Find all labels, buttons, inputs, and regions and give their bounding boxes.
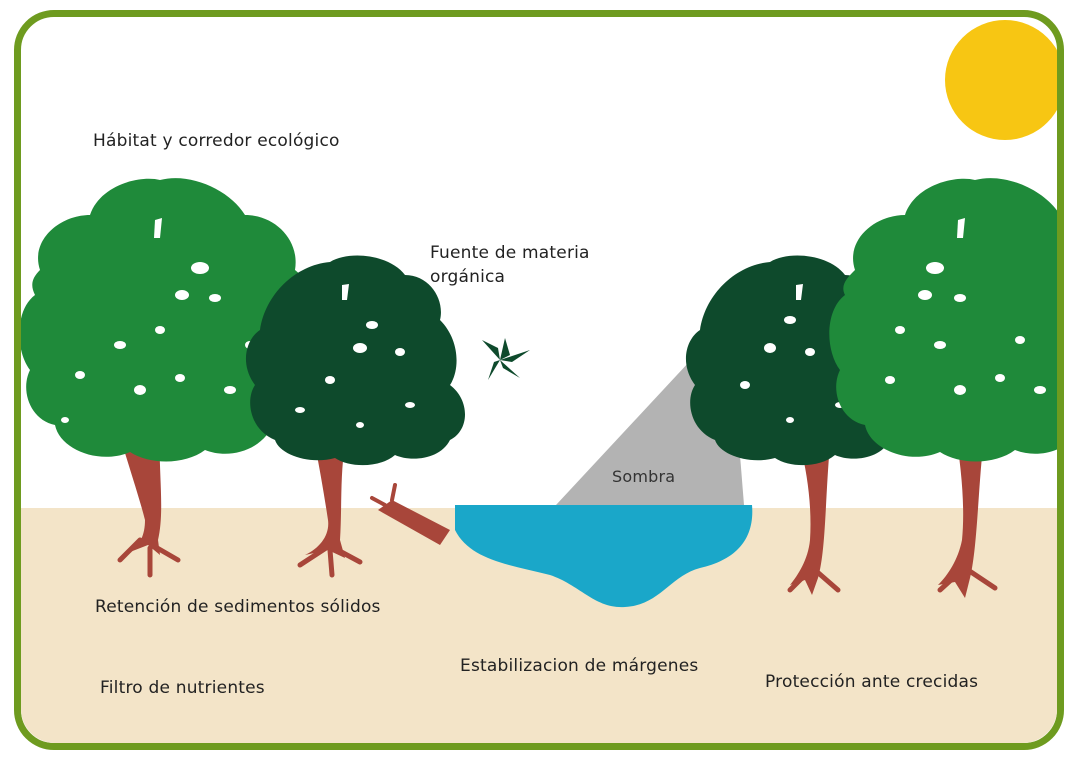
label-nutrients: Filtro de nutrientes [100, 678, 265, 698]
label-bank-stabilization: Estabilizacion de márgenes [460, 656, 699, 676]
tree-icon [829, 178, 1057, 598]
stream-icon [455, 505, 753, 608]
label-flood-protection: Protección ante crecidas [765, 672, 979, 692]
fallen-branch-icon [370, 483, 450, 545]
label-habitat: Hábitat y corredor ecológico [93, 131, 340, 151]
label-organic-matter-line2: orgánica [430, 267, 506, 287]
label-shade: Sombra [612, 467, 676, 486]
label-organic-matter-line1: Fuente de materia [430, 243, 590, 263]
tree-icon [21, 178, 315, 578]
tree-icon [245, 255, 465, 578]
sun-icon [945, 20, 1057, 140]
label-sediments: Retención de sedimentos sólidos [95, 597, 381, 617]
leaf-icon [482, 338, 530, 380]
